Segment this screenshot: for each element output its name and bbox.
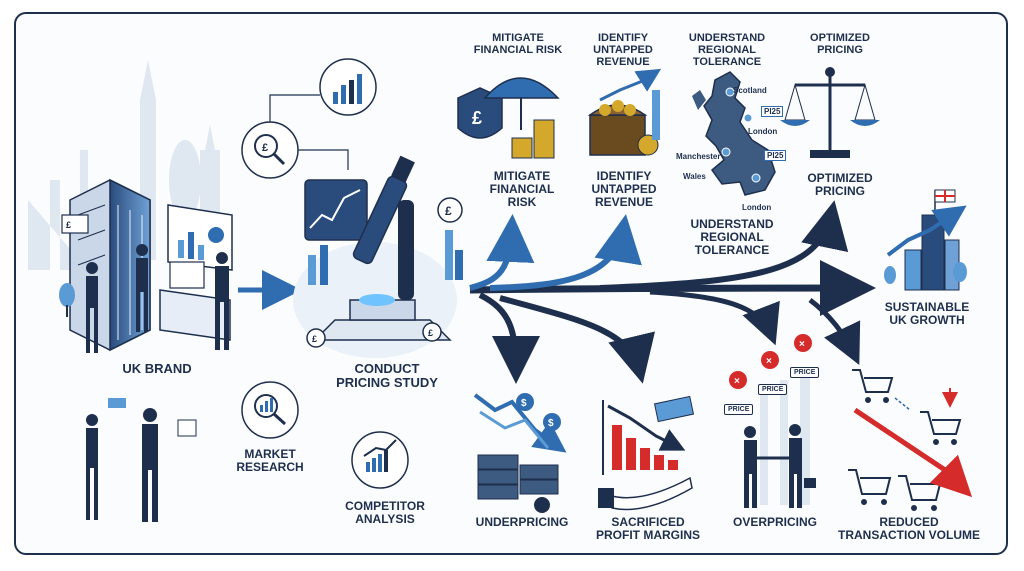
optimized-pricing-title: OPTIMIZED PRICING [810,32,870,56]
competitor-analysis-label: COMPETITOR ANALYSIS [345,499,425,526]
arrow-to-reduced [808,298,861,366]
identify-revenue-label: IDENTIFY UNTAPPED REVENUE [591,169,657,209]
overpricing-icon: × × × [729,334,816,508]
map-label-london-1: London [748,127,778,136]
understand-tolerance-label: UNDERSTAND REGIONAL TOLERANCE [690,217,774,257]
map-label-manchester: Manchester [676,152,721,161]
discussion-people [86,398,197,522]
price-tag-c: PRICE [790,367,820,378]
svg-text:×: × [734,376,740,387]
pricing-study-microscope: £ £ £ [293,155,463,358]
svg-text:$: $ [548,418,554,429]
sacrificed-margins-label: SACRIFICED PROFIT MARGINS [596,515,700,542]
svg-text:£: £ [428,328,433,338]
map-label-london-2: London [742,203,772,212]
svg-text:£: £ [262,142,268,154]
mitigate-risk-title: MITIGATE FINANCIAL RISK [473,32,563,56]
conduct-pricing-study-label: CONDUCT PRICING STUDY [336,361,438,391]
competitor-analysis-icon [351,431,409,489]
price-tag-b: PRICE [758,384,788,395]
sign-board: £ [61,214,89,234]
map-price-tag-2: PI25 [764,150,787,161]
arrow-to-identify [489,214,642,291]
overpricing-label: OVERPRICING [732,515,817,529]
svg-text:×: × [766,356,772,367]
market-research-icon [241,381,299,439]
reduced-volume-label: REDUCED TRANSACTION VOLUME [838,515,980,542]
price-tag-a: PRICE [724,404,754,415]
underpricing-icon: $ $ [473,393,567,513]
tree-icon [59,283,75,317]
sacrificed-margins-icon [598,395,695,511]
sustainable-growth-label: SUSTAINABLE UK GROWTH [884,300,970,327]
uk-brand-label: UK BRAND [122,361,192,376]
dashboard-screen [167,204,233,271]
arrow-to-underpricing [478,292,540,384]
reduced-volume-icon [848,369,973,511]
city-growth-icon [884,189,967,291]
mitigate-risk-label: MITIGATE FINANCIAL RISK [489,169,555,209]
svg-text:£: £ [445,204,452,218]
balance-scale-icon [780,67,880,158]
treasure-chest-icon [587,68,662,156]
arrow-to-optimized [599,200,849,291]
magnifier-pound-icon: £ [241,121,299,179]
connector-lines [269,94,349,170]
business-people-group [86,244,229,353]
svg-text:£: £ [66,220,71,230]
optimized-pricing-label: OPTIMIZED PRICING [807,171,873,198]
map-price-tag-1: PI25 [761,106,784,117]
svg-text:×: × [799,339,805,350]
underpricing-label: UNDERPRICING [475,515,569,529]
arrow-to-sacrificed [499,295,655,384]
kiosk-desk [159,261,231,341]
bar-chart-circle-icon [319,58,377,116]
understand-tolerance-title: UNDERSTAND REGIONAL TOLERANCE [688,32,766,68]
shield-umbrella-icon: £ [457,77,560,159]
arrow-to-mitigate [469,214,535,291]
map-label-scotland: Scotland [733,86,767,95]
svg-text:£: £ [312,334,317,344]
identify-revenue-title: IDENTIFY UNTAPPED REVENUE [593,32,653,68]
arrow-to-overpricing [649,289,780,346]
uk-map-icon [692,71,776,196]
svg-text:$: $ [521,398,527,409]
market-research-label: MARKET RESEARCH [236,447,304,474]
map-label-wales: Wales [683,172,706,181]
svg-text:£: £ [472,108,482,128]
